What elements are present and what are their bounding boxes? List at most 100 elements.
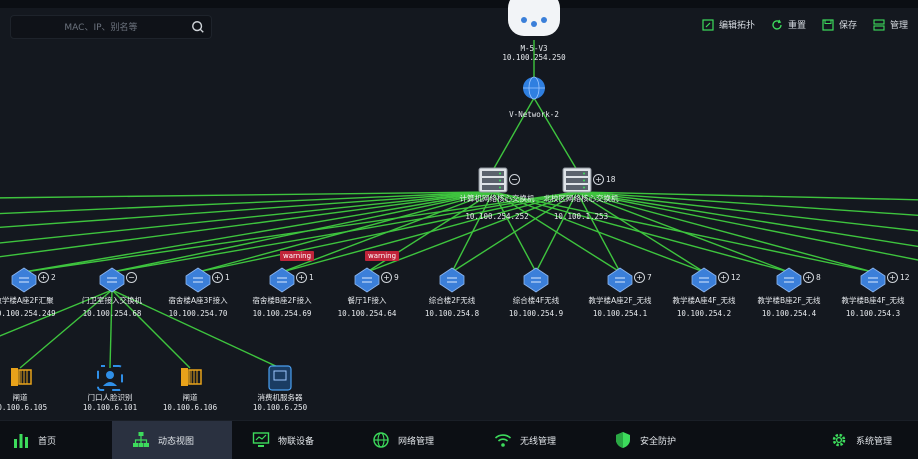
expand-icon[interactable]: +: [593, 174, 604, 185]
bar-chart-icon: [14, 434, 28, 448]
reset-button[interactable]: 重置: [771, 18, 806, 31]
expand-icon[interactable]: +: [38, 272, 49, 283]
switch-icon: [776, 267, 802, 293]
end-device-name: 消费机服务器: [257, 393, 303, 402]
nav-topology[interactable]: 动态视图: [112, 421, 232, 459]
expand-icon[interactable]: +: [296, 272, 307, 283]
expand-icon[interactable]: +: [212, 272, 223, 283]
expand-icon[interactable]: +: [803, 272, 814, 283]
end-device-ip: 10.100.6.250: [252, 403, 308, 412]
switch-link-line: [451, 191, 494, 273]
access-switch-ip: 10.100.254.249: [0, 309, 56, 318]
access-switch-node: [11, 267, 37, 293]
access-switch-toggle[interactable]: +12: [718, 272, 741, 283]
topology-canvas[interactable]: [0, 0, 918, 420]
access-switch-toggle[interactable]: +1: [296, 272, 314, 283]
access-switch-toggle[interactable]: +2: [38, 272, 56, 283]
server-bay: [482, 171, 504, 176]
face-head: [106, 371, 114, 379]
expand-icon[interactable]: +: [381, 272, 392, 283]
network-name: V-Network-2: [509, 110, 559, 119]
access-switch-name: 门卫室接入交换机: [82, 296, 142, 305]
switch-arrows: [193, 277, 203, 283]
access-switch-toggle[interactable]: +8: [803, 272, 821, 283]
search-box[interactable]: [10, 15, 212, 39]
server-bay: [566, 185, 588, 190]
topology-icon: [133, 432, 149, 447]
nav-wireless[interactable]: 无线管理: [494, 421, 556, 459]
topology-nodes: [11, 0, 886, 391]
offscreen-link-line: [576, 191, 918, 201]
end-device-ip: 10.100.6.101: [82, 403, 138, 412]
nav-security[interactable]: 安全防护: [614, 421, 676, 459]
pos-server-icon: [268, 365, 292, 391]
bottom-nav: 首页 动态视图 物联设备 网络管理 无线管理 安全防护 系统管理: [0, 420, 918, 459]
expand-icon[interactable]: +: [634, 272, 645, 283]
access-switch-name: 教学楼B座2F_无线: [757, 296, 821, 305]
access-switch-toggle[interactable]: +7: [634, 272, 652, 283]
switch-link-line: [281, 191, 494, 273]
switch-link-line: [492, 191, 621, 273]
manage-button[interactable]: 管理: [873, 18, 908, 31]
access-switch-name: 宿舍楼B座2F接入: [252, 296, 312, 305]
core-switch-toggle[interactable]: +18: [593, 174, 616, 185]
wifi-icon: [494, 434, 512, 447]
network-node: [523, 76, 545, 100]
access-switch-name: 教学楼B座4F_无线: [841, 296, 905, 305]
switch-link-line: [576, 191, 874, 273]
topology-links: [0, 40, 918, 369]
switch-icon: [269, 267, 295, 293]
end-device-node: [268, 365, 292, 391]
edit-topology-button[interactable]: 编辑拓扑: [702, 18, 755, 31]
search-icon[interactable]: [191, 20, 205, 34]
core-uplink-line: [533, 97, 578, 171]
globe-icon: [373, 432, 389, 448]
access-switch-toggle[interactable]: +1: [212, 272, 230, 283]
access-switch-node: [860, 267, 886, 293]
access-switch-ip: 10.100.254.1: [592, 309, 648, 318]
nav-iot[interactable]: 物联设备: [252, 421, 314, 459]
child-count: 7: [647, 273, 652, 282]
expand-icon[interactable]: +: [718, 272, 729, 283]
warning-badge: warning: [280, 251, 315, 261]
core-switch-toggle[interactable]: −: [509, 174, 520, 185]
nav-network[interactable]: 网络管理: [372, 421, 434, 459]
search-input[interactable]: [19, 18, 183, 38]
access-switch-toggle[interactable]: −: [126, 272, 137, 283]
end-device-name: 闸道: [182, 393, 198, 402]
access-switch-toggle[interactable]: +9: [381, 272, 399, 283]
switch-link-line: [111, 191, 494, 273]
end-device-node: [97, 365, 123, 391]
switch-arrows: [784, 277, 794, 283]
refresh-icon: [772, 19, 782, 30]
edit-topology-label: 编辑拓扑: [718, 21, 755, 31]
access-switch-toggle[interactable]: +12: [887, 272, 910, 283]
shield-icon: [616, 432, 630, 448]
offscreen-link-line: [0, 191, 494, 215]
device-link-line: [109, 289, 113, 369]
switch-icon: [523, 267, 549, 293]
warning-badge: warning: [365, 251, 400, 261]
switch-icon: [439, 267, 465, 293]
nav-network-label: 网络管理: [398, 436, 435, 447]
child-count: 1: [309, 273, 314, 282]
face-body: [103, 382, 117, 386]
nav-topology-label: 动态视图: [158, 436, 195, 447]
gear-icon: [832, 433, 846, 447]
nav-home[interactable]: 首页: [12, 421, 56, 459]
nav-security-label: 安全防护: [640, 436, 677, 447]
save-button[interactable]: 保存: [822, 18, 857, 31]
access-switch-name: 教学楼A座4F_无线: [672, 296, 736, 305]
access-switch-ip: 10.100.254.70: [168, 309, 228, 318]
server-bay: [482, 178, 504, 183]
access-switch-node: [607, 267, 633, 293]
expand-icon[interactable]: +: [887, 272, 898, 283]
device-link-line: [111, 289, 191, 369]
server-led: [583, 172, 585, 175]
switch-arrows: [447, 277, 457, 283]
switch-link-line: [492, 191, 790, 273]
switch-link-line: [492, 191, 874, 273]
collapse-icon[interactable]: −: [509, 174, 520, 185]
nav-system[interactable]: 系统管理: [830, 421, 892, 459]
collapse-icon[interactable]: −: [126, 272, 137, 283]
